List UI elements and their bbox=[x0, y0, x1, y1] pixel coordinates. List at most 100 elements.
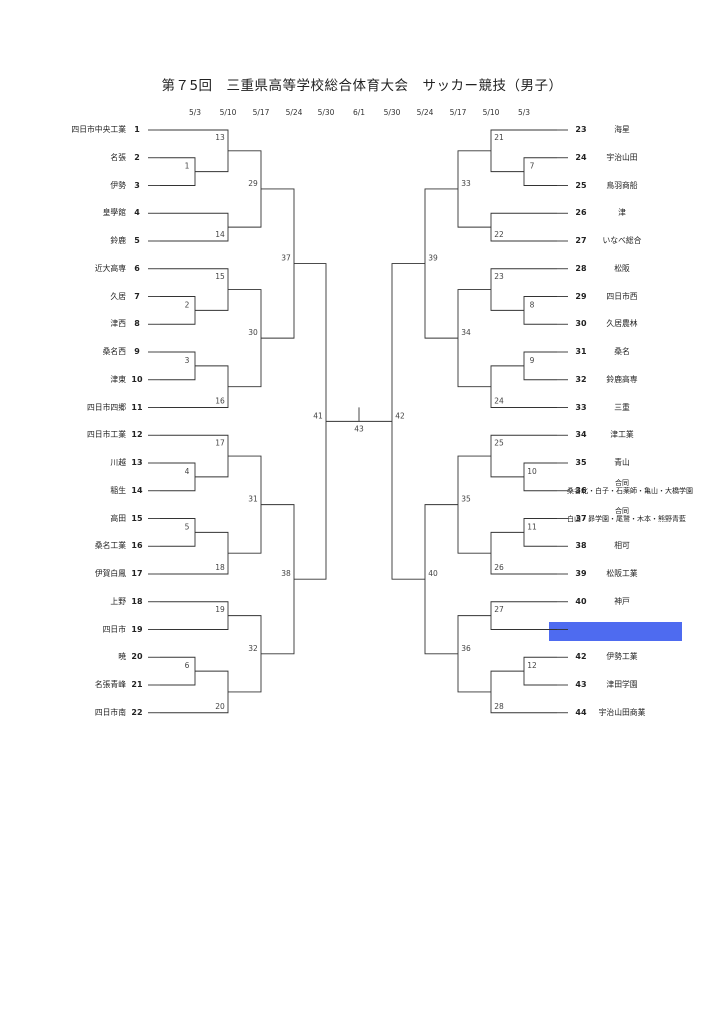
round-date-left: 5/3 bbox=[188, 108, 202, 117]
team-name: 相可 bbox=[614, 541, 630, 551]
match-number: 30 bbox=[248, 328, 258, 337]
match-number: 36 bbox=[461, 644, 471, 653]
team-number: 19 bbox=[131, 624, 143, 634]
round-date-right: 5/17 bbox=[449, 108, 467, 117]
team-number: 44 bbox=[575, 707, 587, 717]
team-number: 24 bbox=[575, 152, 587, 162]
team-name: 三重 bbox=[614, 402, 630, 412]
bracket-line bbox=[294, 263, 327, 580]
team-name: 津田学園 bbox=[606, 680, 638, 689]
team-number: 6 bbox=[134, 263, 140, 273]
round-date-left: 5/17 bbox=[252, 108, 270, 117]
match-number: 11 bbox=[527, 522, 537, 531]
team-number: 8 bbox=[134, 319, 140, 329]
match-number: 16 bbox=[215, 397, 225, 406]
match-number: 8 bbox=[530, 300, 535, 309]
team-name: 宇治山田 bbox=[606, 152, 638, 162]
team-name: 伊賀白鳳 bbox=[94, 569, 126, 578]
bracket-line bbox=[261, 504, 295, 655]
team-name: 青山 bbox=[614, 458, 630, 467]
bracket-line bbox=[391, 263, 425, 580]
team-number: 1 bbox=[134, 125, 140, 134]
team-number: 3 bbox=[134, 180, 140, 190]
round-date-right: 5/24 bbox=[416, 108, 434, 117]
team-number: 18 bbox=[131, 596, 143, 606]
match-number: 27 bbox=[494, 605, 504, 614]
team-name: 四日市西 bbox=[606, 291, 638, 301]
round-date-right: 5/10 bbox=[482, 108, 500, 117]
team-number: 17 bbox=[131, 569, 143, 578]
team-number: 12 bbox=[131, 430, 143, 440]
page-title: 第７5回 三重県高等学校総合体育大会 サッカー競技（男子） bbox=[161, 78, 563, 94]
bracket-line bbox=[228, 289, 262, 388]
team-name: 桑名工業 bbox=[94, 541, 126, 551]
team-name: 神戸 bbox=[614, 596, 630, 606]
match-number: 21 bbox=[494, 133, 504, 142]
match-number: 17 bbox=[215, 438, 225, 447]
team-name: 四日市 bbox=[102, 624, 126, 634]
team-name: 近大高専 bbox=[94, 263, 126, 273]
team-number: 34 bbox=[575, 430, 587, 440]
match-number: 32 bbox=[248, 644, 258, 653]
team-number: 23 bbox=[575, 125, 587, 134]
team-number: 29 bbox=[575, 291, 587, 301]
match-number: 29 bbox=[248, 179, 258, 188]
match-number: 38 bbox=[281, 569, 291, 578]
team-name: 四日市四郷 bbox=[87, 402, 126, 412]
team-number: 20 bbox=[131, 652, 143, 662]
team-name: 四日市南 bbox=[94, 707, 126, 717]
team-name: 松阪工業 bbox=[606, 569, 638, 578]
team-name: 伊勢工業 bbox=[606, 652, 638, 662]
team-number: 2 bbox=[134, 152, 140, 162]
match-number: 42 bbox=[395, 411, 405, 420]
match-number: 3 bbox=[185, 356, 190, 365]
team-number: 36 bbox=[575, 485, 587, 495]
match-number: 23 bbox=[494, 272, 504, 281]
team-number: 14 bbox=[131, 485, 143, 495]
team-number: 15 bbox=[131, 513, 143, 523]
match-number: 26 bbox=[494, 563, 504, 572]
match-number: 37 bbox=[281, 254, 291, 263]
round-date-right: 5/3 bbox=[517, 108, 531, 117]
team-name: 久居 bbox=[110, 291, 126, 301]
match-number: 35 bbox=[461, 495, 471, 504]
team-number: 11 bbox=[131, 402, 143, 412]
team-number: 4 bbox=[134, 208, 140, 218]
team-name: 四日市工業 bbox=[87, 430, 126, 440]
match-number: 4 bbox=[185, 467, 190, 476]
match-number: 25 bbox=[494, 438, 504, 447]
match-number: 10 bbox=[527, 467, 537, 476]
team-number: 32 bbox=[575, 374, 587, 384]
team-name: 宇治山田商業 bbox=[598, 707, 646, 717]
team-name: 暁 bbox=[118, 652, 126, 662]
bracket-line bbox=[457, 289, 491, 388]
match-number: 2 bbox=[185, 300, 190, 309]
team-name: 桑名 bbox=[614, 347, 630, 356]
team-number: 35 bbox=[575, 458, 587, 467]
match-number: 41 bbox=[313, 411, 323, 420]
match-number: 6 bbox=[185, 661, 190, 670]
team-number: 10 bbox=[131, 374, 143, 384]
team-name: 鳥羽商船 bbox=[606, 180, 638, 190]
match-number: 1 bbox=[185, 162, 190, 171]
round-date-left: 5/10 bbox=[219, 108, 237, 117]
match-number: 19 bbox=[215, 605, 225, 614]
team-name: 川越 bbox=[110, 458, 126, 467]
team-name: いなべ総合 bbox=[602, 236, 642, 245]
match-number: 31 bbox=[248, 495, 258, 504]
team-name: 稲生 bbox=[110, 485, 126, 495]
team-name: 名張 bbox=[110, 152, 126, 162]
team-name: 伊勢 bbox=[110, 180, 126, 190]
team-name: 合同白山・昴学園・尾鷲・木本・熊野青藍 bbox=[567, 506, 686, 523]
bracket-line bbox=[424, 504, 458, 655]
team-number: 26 bbox=[575, 208, 587, 218]
match-number: 14 bbox=[215, 230, 225, 239]
team-number: 13 bbox=[131, 458, 143, 467]
match-number: 18 bbox=[215, 563, 225, 572]
team-number: 22 bbox=[131, 707, 143, 717]
bracket-line bbox=[228, 455, 262, 554]
match-number: 24 bbox=[494, 397, 504, 406]
bracket-line bbox=[228, 150, 262, 228]
team-name: 四日市中央工業 bbox=[71, 125, 126, 134]
